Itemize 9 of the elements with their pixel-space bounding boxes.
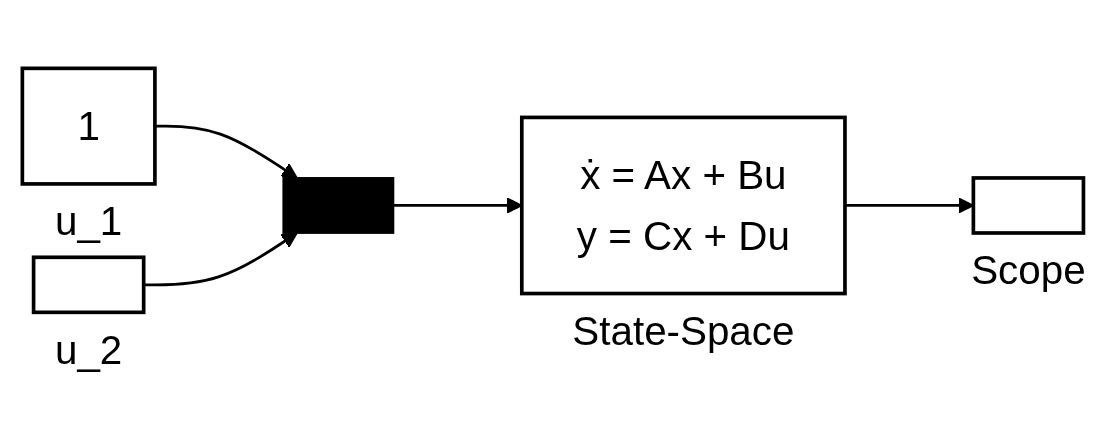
- node-box: ẋ = Ax + Bu y = Cx + Du: [519, 115, 847, 296]
- node-box: 1: [20, 66, 157, 187]
- node-box: [971, 176, 1086, 236]
- block-caption: u_2: [54, 327, 123, 374]
- node-bar: [282, 177, 395, 235]
- block-caption: Scope: [971, 247, 1086, 294]
- block-caption: u_1: [54, 198, 123, 245]
- block-caption: State-Space: [572, 308, 795, 355]
- node-box: [31, 255, 146, 315]
